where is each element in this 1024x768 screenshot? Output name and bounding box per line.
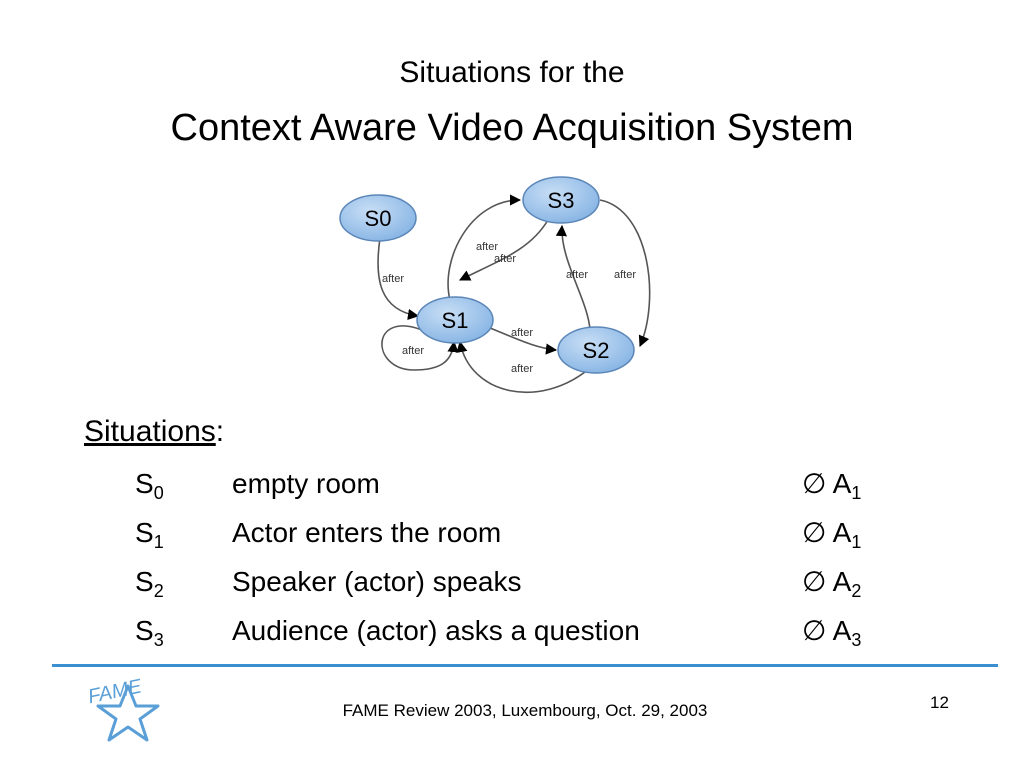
situation-row: S2 Speaker (actor) speaks ∅ A2 <box>0 562 1024 602</box>
situation-action: ∅ A1 <box>802 468 862 503</box>
edge-label: after <box>511 327 533 339</box>
situation-action: ∅ A3 <box>802 615 862 650</box>
situation-description: Actor enters the room <box>232 517 502 548</box>
svg-text:S2: S2 <box>583 338 610 363</box>
svg-text:S3: S3 <box>548 188 575 213</box>
title-line-1: Situations for the <box>399 56 625 89</box>
situations-heading-colon: : <box>215 415 225 448</box>
situation-row: S1 Actor enters the room ∅ A1 <box>0 513 1024 553</box>
situation-symbol: S0 <box>135 468 164 503</box>
situation-action: ∅ A1 <box>802 517 862 552</box>
situation-symbol: S2 <box>135 566 164 601</box>
edge-s1-s3 <box>447 194 522 301</box>
edge-label: after <box>402 345 424 357</box>
edge-label: after <box>566 269 588 281</box>
situations-heading-text: Situations <box>84 415 216 448</box>
edge-s2-s3 <box>555 224 591 331</box>
situation-action: ∅ A2 <box>802 566 862 601</box>
edge-s1-s2 <box>489 327 558 355</box>
situation-row: S0 empty room ∅ A1 <box>0 464 1024 504</box>
title-line-2: Context Aware Video Acquisition System <box>170 107 854 149</box>
edge-label: after <box>382 273 404 285</box>
state-node-s1: S1 <box>416 296 494 344</box>
edge-s1-loop <box>381 325 459 371</box>
edge-label: after <box>476 241 498 253</box>
edge-s3-s2 <box>599 199 651 348</box>
edge-label: after <box>511 363 533 375</box>
state-diagram: after after after after after after afte… <box>339 176 651 393</box>
state-node-s3: S3 <box>522 176 600 224</box>
empty-set-symbol: ∅ <box>802 517 827 548</box>
footer-divider <box>52 664 998 667</box>
situations-heading: Situations: <box>84 414 224 450</box>
edge-label: after <box>494 253 516 265</box>
edge-s2-s1 <box>456 340 591 393</box>
situation-description: Speaker (actor) speaks <box>232 566 522 597</box>
empty-set-symbol: ∅ <box>802 615 827 646</box>
situation-description: Audience (actor) asks a question <box>232 615 640 646</box>
situation-symbol: S3 <box>135 615 164 650</box>
state-node-s2: S2 <box>557 326 635 374</box>
svg-text:S1: S1 <box>442 308 469 333</box>
footer-text: FAME Review 2003, Luxembourg, Oct. 29, 2… <box>342 701 708 720</box>
situation-symbol: S1 <box>135 517 164 552</box>
svg-text:S0: S0 <box>365 206 392 231</box>
page-number: 12 <box>930 693 949 712</box>
situation-row: S3 Audience (actor) asks a question ∅ A3 <box>0 611 1024 651</box>
empty-set-symbol: ∅ <box>802 468 827 499</box>
edge-s3-s1 <box>458 219 549 281</box>
edge-s0-s1 <box>377 237 420 320</box>
state-node-s0: S0 <box>339 194 417 242</box>
edge-label: after <box>614 269 636 281</box>
situation-description: empty room <box>232 468 380 499</box>
fame-logo-icon: FAME <box>86 675 160 742</box>
empty-set-symbol: ∅ <box>802 566 827 597</box>
